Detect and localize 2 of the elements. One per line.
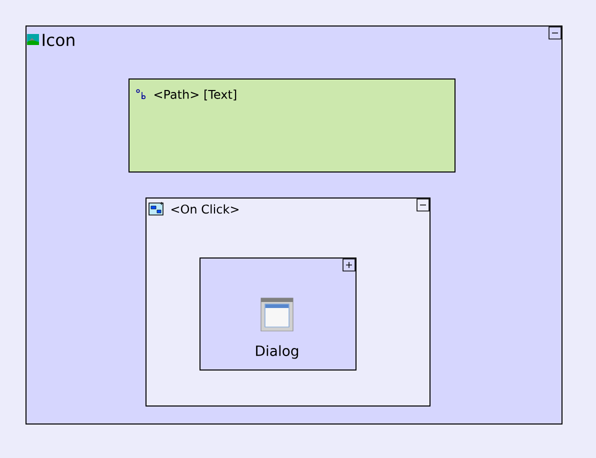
dialog-box: Dialog <box>200 258 356 370</box>
text-box: <Path> [Text] <box>128 78 456 172</box>
